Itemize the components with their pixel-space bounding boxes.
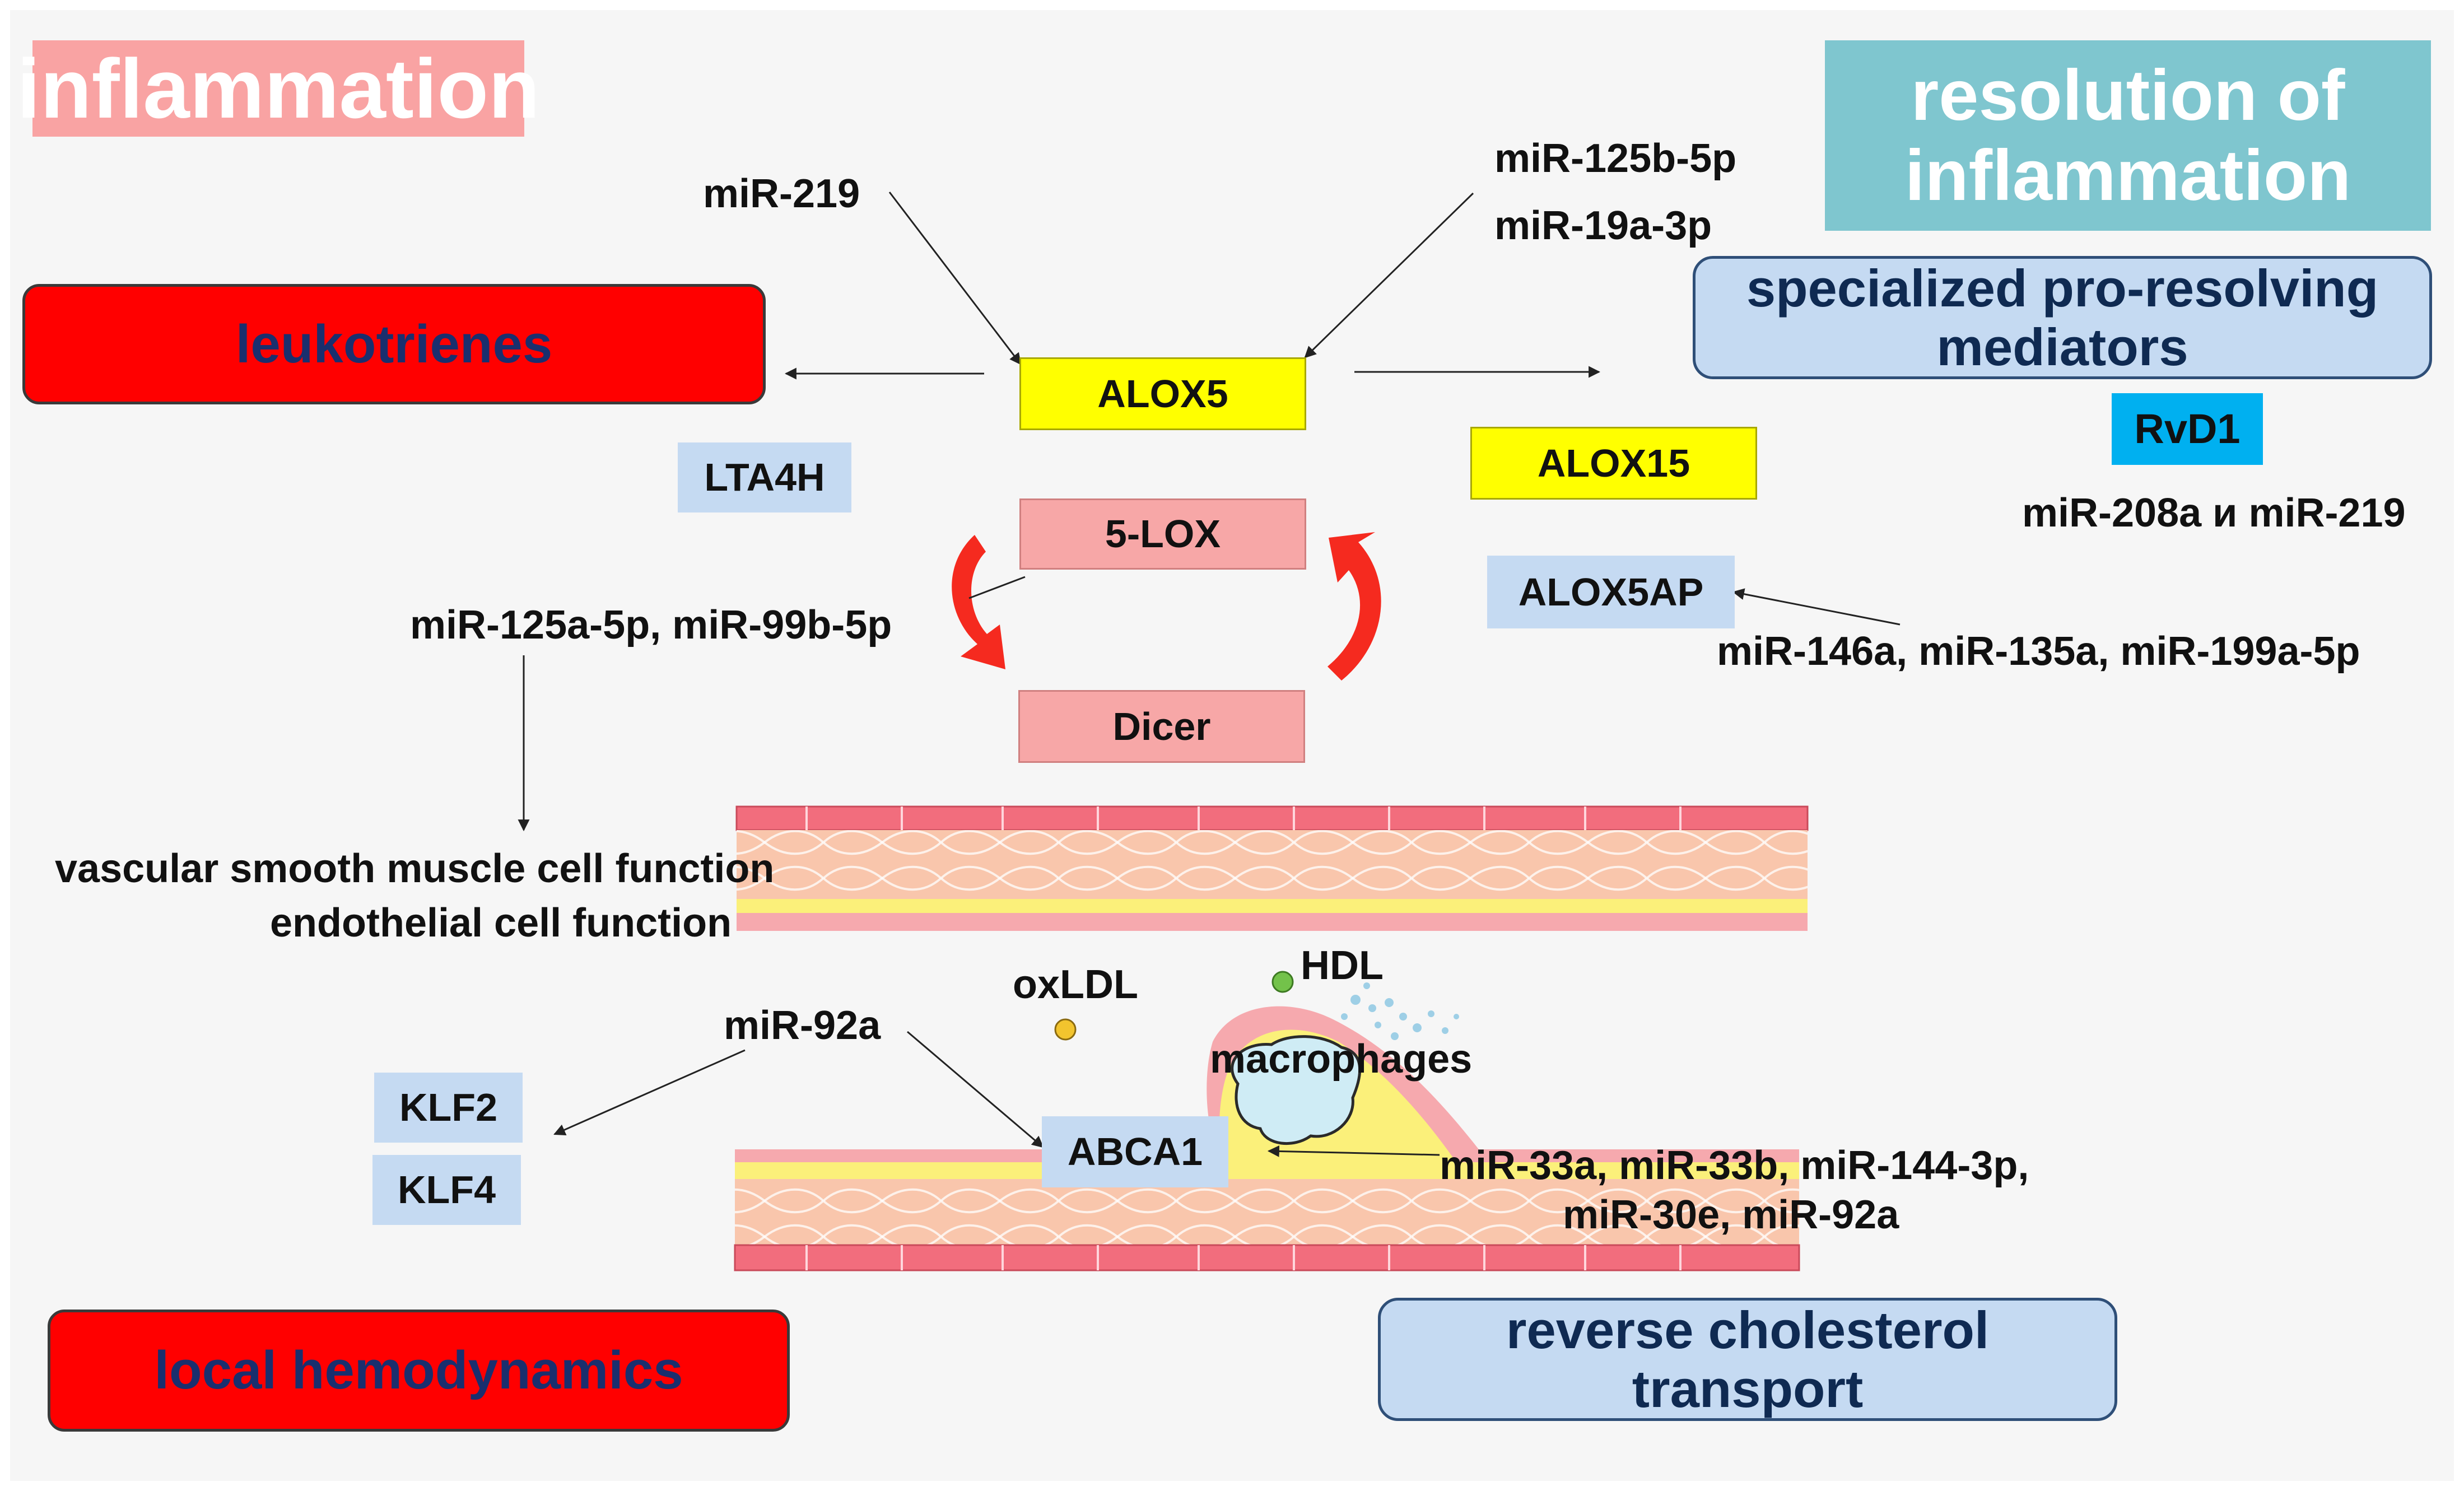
rct-line1: reverse cholesterol bbox=[1506, 1300, 1990, 1359]
oxldl-particle bbox=[1054, 1018, 1077, 1041]
leukotrienes-text: leukotrienes bbox=[235, 314, 553, 374]
vascular-smooth-muscle-label: vascular smooth muscle cell function bbox=[55, 846, 775, 891]
dicer-label: Dicer bbox=[1112, 704, 1211, 748]
upper-vessel-wall bbox=[735, 805, 1809, 931]
mir-125b-5p-label: miR-125b-5p bbox=[1494, 136, 1737, 181]
mir-19a-3p-label: miR-19a-3p bbox=[1494, 203, 1712, 248]
mir-125a-99b-label: miR-125a-5p, miR-99b-5p bbox=[410, 603, 892, 647]
oxldl-label: oxLDL bbox=[1013, 962, 1138, 1007]
mir-33-group-line2: miR-30e, miR-92a bbox=[1563, 1192, 1899, 1237]
five-lox-label: 5-LOX bbox=[1105, 512, 1221, 556]
mir-208a-219-label: miR-208a и miR-219 bbox=[2022, 491, 2406, 535]
resolution-banner-line1: resolution of bbox=[1911, 55, 2345, 136]
reverse-cholesterol-transport-box: reverse cholesterol transport bbox=[1378, 1298, 2117, 1421]
mir-146a-135a-199a-label: miR-146a, miR-135a, miR-199a-5p bbox=[1717, 629, 2360, 674]
mir-219-label: miR-219 bbox=[703, 171, 860, 216]
macrophage-cell bbox=[1231, 1035, 1362, 1145]
hdl-particle bbox=[1271, 971, 1294, 993]
alox5ap-label: ALOX5AP bbox=[1518, 570, 1704, 614]
macrophages-label: macrophages bbox=[1210, 1037, 1473, 1082]
resolution-banner-line2: inflammation bbox=[1904, 136, 2351, 216]
resolution-of-inflammation-banner: resolution of inflammation bbox=[1825, 40, 2431, 231]
klf2-label: KLF2 bbox=[399, 1085, 497, 1130]
spm-line2: mediators bbox=[1936, 318, 2188, 376]
abca1-label: ABCA1 bbox=[1067, 1130, 1203, 1174]
abca1-box: ABCA1 bbox=[1042, 1116, 1228, 1187]
inflammation-banner-text: inflammation bbox=[17, 41, 540, 136]
alox15-label: ALOX15 bbox=[1537, 441, 1690, 485]
mir-33-group-line1: miR-33a, miR-33b, miR-144-3p, bbox=[1440, 1143, 2029, 1188]
regulation-arrows bbox=[518, 192, 1901, 1157]
mir-92a-label: miR-92a bbox=[724, 1003, 881, 1048]
local-hemodynamics-box: local hemodynamics bbox=[48, 1310, 790, 1432]
feedback-cycle-arrows bbox=[952, 532, 1381, 681]
alox5ap-box: ALOX5AP bbox=[1487, 556, 1735, 628]
specialized-pro-resolving-mediators-box: specialized pro-resolving mediators bbox=[1693, 256, 2432, 379]
spm-line1: specialized pro-resolving bbox=[1746, 258, 2379, 318]
alox5-box: ALOX5 bbox=[1019, 357, 1306, 430]
rvd1-box: RvD1 bbox=[2112, 393, 2263, 465]
dicer-box: Dicer bbox=[1018, 690, 1305, 763]
hdl-label: HDL bbox=[1301, 943, 1384, 988]
five-lox-box: 5-LOX bbox=[1019, 498, 1306, 570]
inflammation-banner: inflammation bbox=[17, 40, 540, 137]
alox15-box: ALOX15 bbox=[1470, 427, 1757, 500]
endothelial-function-label: endothelial cell function bbox=[270, 901, 732, 945]
lipid-droplets bbox=[1341, 982, 1459, 1040]
rvd1-label: RvD1 bbox=[2134, 405, 2241, 452]
leukotrienes-box: leukotrienes bbox=[22, 284, 766, 404]
local-hemodynamics-text: local hemodynamics bbox=[154, 1340, 683, 1401]
klf2-box: KLF2 bbox=[374, 1073, 523, 1143]
rct-line2: transport bbox=[1632, 1359, 1864, 1418]
lta4h-box: LTA4H bbox=[678, 442, 851, 512]
alox5-label: ALOX5 bbox=[1097, 371, 1228, 416]
klf4-box: KLF4 bbox=[372, 1155, 521, 1225]
klf4-label: KLF4 bbox=[398, 1168, 496, 1212]
lta4h-label: LTA4H bbox=[704, 455, 825, 500]
